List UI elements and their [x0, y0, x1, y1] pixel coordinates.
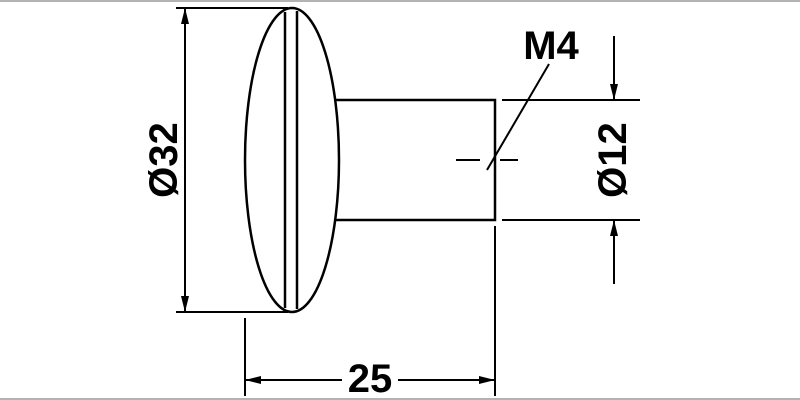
- dimension-head-diameter: Ø32: [142, 7, 288, 313]
- arrowhead-down: [610, 84, 618, 100]
- thread-callout: M4: [486, 24, 580, 171]
- head-outline: [243, 6, 341, 314]
- dimension-length: 25: [244, 226, 496, 400]
- length-label: 25: [348, 357, 393, 400]
- knob-head: [243, 6, 341, 314]
- head-diameter-label: Ø32: [142, 122, 186, 198]
- arrowhead-right: [479, 376, 495, 384]
- dimension-stem-diameter: Ø12: [502, 36, 640, 284]
- thread-label: M4: [523, 24, 579, 68]
- leader-line: [486, 63, 550, 171]
- arrowhead-down: [181, 296, 189, 312]
- stem-diameter-label: Ø12: [591, 122, 635, 198]
- arrowhead-left: [245, 376, 261, 384]
- arrowhead-up: [610, 220, 618, 236]
- arrowhead-up: [181, 8, 189, 24]
